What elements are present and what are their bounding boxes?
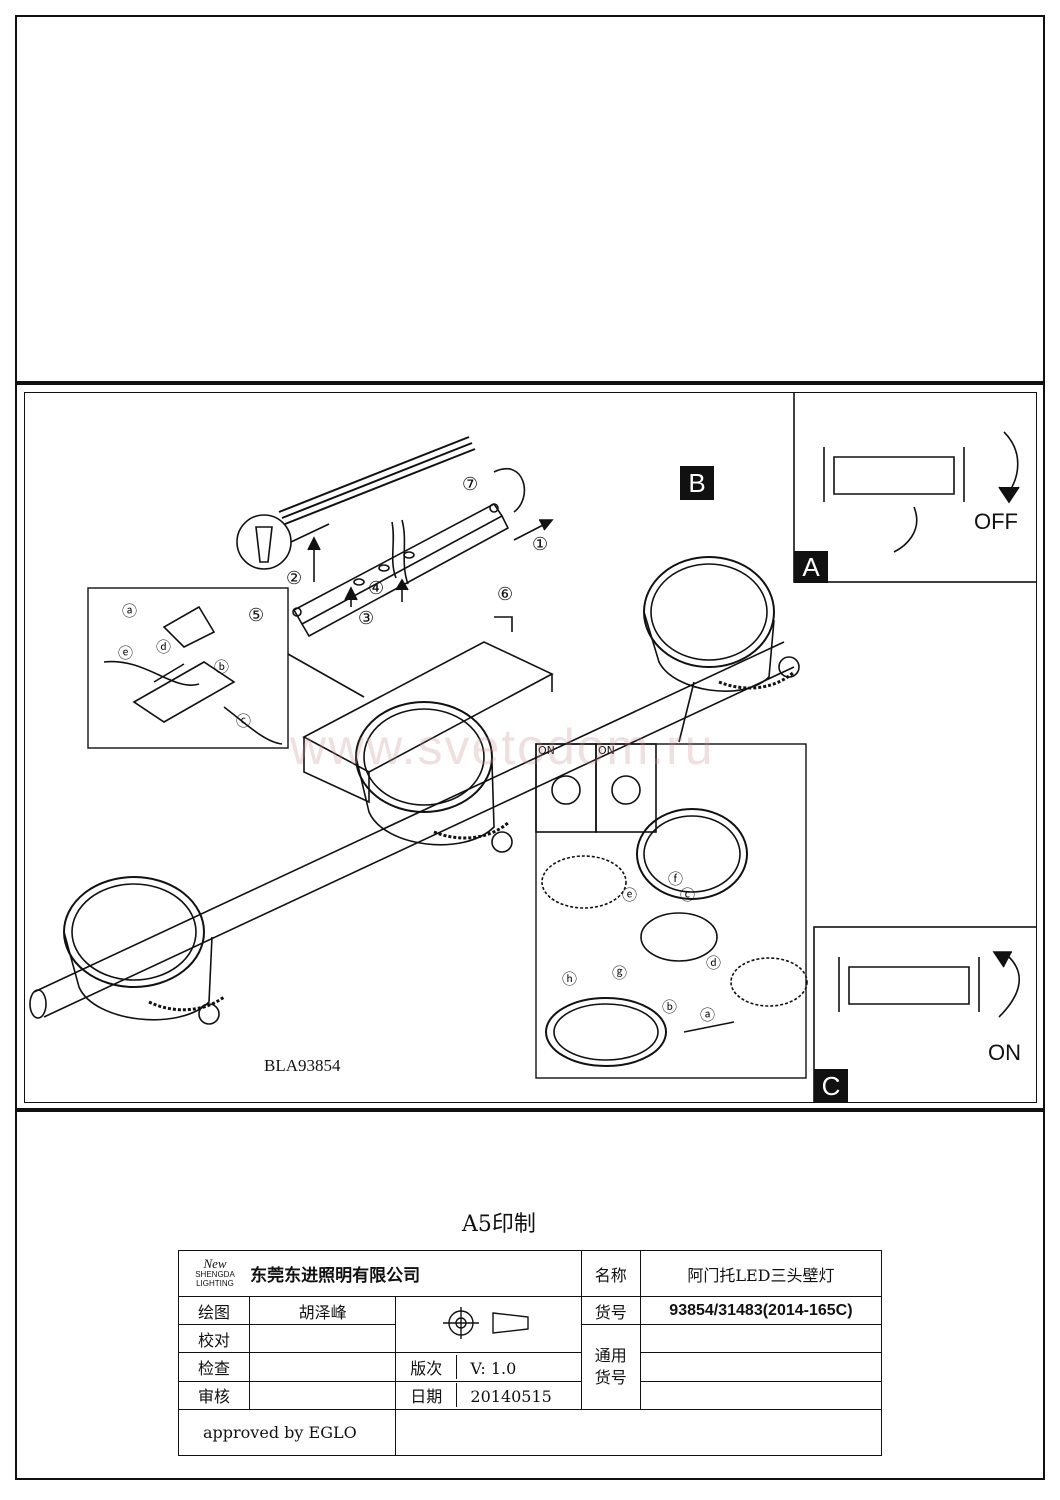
wall-hatch	[278, 436, 476, 525]
step-7: ⑦	[462, 474, 479, 495]
approved-cell: approved by EGLO	[177, 1408, 397, 1457]
review-label: 审核	[178, 1380, 250, 1410]
diagram-inner-frame	[24, 392, 1037, 1103]
footer-frame	[15, 1110, 1045, 1480]
inspect-value	[248, 1352, 397, 1382]
part-c-left: ⓒ	[236, 712, 252, 730]
part-a-left: ⓐ	[122, 602, 138, 620]
part-f-right: ⓕ	[668, 870, 684, 888]
blank-bottom-cell	[395, 1408, 882, 1457]
company-name: 东莞东进照明有限公司	[250, 1266, 421, 1287]
checked-label: 校对	[178, 1324, 250, 1354]
detail-box-led	[535, 743, 807, 1079]
step-4: ④	[368, 578, 385, 599]
installation-diagram	[29, 392, 1037, 1103]
on-label: ON	[988, 1040, 1021, 1065]
drawn-label: 绘图	[178, 1296, 250, 1326]
panel-c-box	[813, 926, 1037, 1103]
top-blank-frame	[15, 15, 1045, 383]
logo-new: New	[203, 1256, 227, 1272]
mini-on-label-2: ON	[598, 744, 615, 757]
logo-shengda: SHENGDA	[195, 1270, 235, 1280]
step-5: ⑤	[248, 605, 265, 626]
detail-box-wiring	[87, 587, 289, 749]
logo-lighting: LIGHTING	[196, 1279, 234, 1289]
mounting-plate	[292, 502, 504, 626]
checked-value	[248, 1324, 397, 1354]
review-value	[248, 1380, 397, 1410]
version-value: V: 1.0	[470, 1359, 517, 1379]
name-label: 名称	[580, 1249, 641, 1298]
panel-a-box	[793, 392, 1037, 583]
date-value: 20140515	[470, 1387, 552, 1407]
diagram-frame	[15, 383, 1045, 1110]
part-e-right: ⓔ	[622, 886, 638, 904]
projection-symbol-cell	[395, 1296, 582, 1354]
spotlight-right	[643, 556, 800, 692]
projection-symbol	[443, 1306, 530, 1339]
panel-a-badge: A	[794, 551, 828, 583]
part-e-left: ⓔ	[118, 644, 134, 662]
date-cell: 日期 20140515	[395, 1380, 582, 1410]
general-item-label: 通用货号	[580, 1324, 641, 1410]
part-b-right: ⓑ	[662, 998, 678, 1016]
item-label: 货号	[580, 1296, 641, 1326]
arm-tube	[33, 641, 785, 993]
mini-box-on-2	[595, 743, 657, 833]
step-1: ①	[532, 534, 549, 555]
date-label: 日期	[396, 1383, 458, 1408]
company-logo: New SHENGDA LIGHTING	[185, 1256, 245, 1289]
general-item-value-1	[639, 1324, 883, 1354]
part-a-right: ⓐ	[700, 1006, 716, 1024]
step-2: ②	[286, 568, 303, 589]
inspect-label: 检查	[178, 1352, 250, 1382]
off-label: OFF	[974, 509, 1018, 534]
general-item-value-3	[639, 1380, 883, 1410]
title-block-table: New SHENGDA LIGHTING 东莞东进照明有限公司 名称 阿门托LE…	[177, 1249, 883, 1457]
panel-b-badge: B	[680, 466, 714, 500]
drawn-value: 胡泽峰	[248, 1296, 397, 1326]
item-value: 93854/31483(2014-165C)	[639, 1296, 883, 1326]
part-d-left: ⓓ	[156, 638, 172, 656]
panel-c-badge: C	[814, 1069, 848, 1103]
watermark: www.svetodom.ru	[290, 719, 715, 775]
part-c-right: ⓒ	[680, 886, 696, 904]
part-b-left: ⓑ	[214, 658, 230, 676]
dowel-callout	[236, 514, 292, 570]
model-label: BLA93854	[264, 1056, 341, 1075]
version-label: 版次	[396, 1355, 458, 1380]
part-g-right: ⓖ	[612, 964, 628, 982]
step-3: ③	[358, 608, 375, 629]
company-cell: New SHENGDA LIGHTING 东莞东进照明有限公司	[178, 1249, 582, 1298]
name-value: 阿门托LED三头壁灯	[639, 1249, 883, 1298]
spotlight-left	[63, 876, 225, 1025]
print-size-label: A5印制	[462, 1212, 536, 1237]
part-h-right: ⓗ	[562, 970, 578, 988]
mini-on-label-1: ON	[538, 744, 555, 757]
part-d-right: ⓓ	[706, 954, 722, 972]
step-6: ⑥	[497, 584, 514, 605]
version-cell: 版次 V: 1.0	[395, 1352, 582, 1382]
spotlight-middle	[355, 701, 513, 853]
approved-text: approved by EGLO	[203, 1422, 357, 1442]
general-item-value-2	[639, 1352, 883, 1382]
